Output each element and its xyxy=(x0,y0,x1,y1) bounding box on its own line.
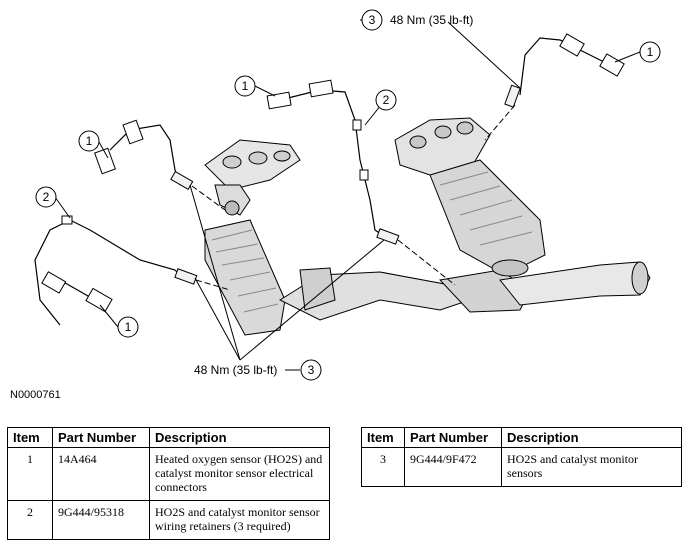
column-header-item: Item xyxy=(7,427,53,448)
part-number-cell: 14A464 xyxy=(52,447,150,501)
callout-3: 3 xyxy=(369,13,376,27)
part-number-cell: 9G444/9F472 xyxy=(404,447,502,487)
right-catalytic-converter xyxy=(429,159,546,277)
column-header-part-number: Part Number xyxy=(404,427,502,448)
parts-table-left: Item Part Number Description 1 14A464 He… xyxy=(7,427,330,540)
alignment-lines xyxy=(191,104,516,291)
oxygen-sensors xyxy=(170,84,521,285)
connector-group xyxy=(41,33,625,313)
torque-spec-top: 48 Nm (35 lb-ft) xyxy=(390,13,473,27)
y-pipe xyxy=(278,267,531,321)
part-number-cell: 9G444/95318 xyxy=(52,500,150,540)
parts-table-right: Item Part Number Description 3 9G444/9F4… xyxy=(361,427,682,487)
description-cell: Heated oxygen sensor (HO2S) and catalyst… xyxy=(149,447,330,501)
callout-1: 1 xyxy=(242,79,249,93)
left-catalytic-converter xyxy=(204,219,286,336)
right-exhaust-manifold xyxy=(394,117,491,176)
column-header-description: Description xyxy=(501,427,682,448)
column-header-description: Description xyxy=(149,427,330,448)
item-cell: 2 xyxy=(7,500,53,540)
tailpipe xyxy=(499,261,651,306)
callout-2: 2 xyxy=(43,190,50,204)
item-cell: 1 xyxy=(7,447,53,501)
exhaust-sensor-diagram: 1 2 1 1 2 1 3 3 48 Nm (35 lb-ft) 48 Nm (… xyxy=(34,9,661,381)
description-cell: HO2S and catalyst monitor sensor wiring … xyxy=(149,500,330,540)
table-row: 3 9G444/9F472 HO2S and catalyst monitor … xyxy=(361,447,682,487)
column-header-part-number: Part Number xyxy=(52,427,150,448)
callout-1: 1 xyxy=(647,45,654,59)
table-row: 1 14A464 Heated oxygen sensor (HO2S) and… xyxy=(7,447,330,501)
description-cell: HO2S and catalyst monitor sensors xyxy=(501,447,682,487)
table-header-row: Item Part Number Description xyxy=(7,427,330,448)
table-row: 2 9G444/95318 HO2S and catalyst monitor … xyxy=(7,500,330,540)
leader-lines xyxy=(54,19,641,371)
callout-1: 1 xyxy=(125,320,132,334)
column-header-item: Item xyxy=(361,427,405,448)
item-cell: 3 xyxy=(361,447,405,487)
table-header-row: Item Part Number Description xyxy=(361,427,682,448)
callout-3: 3 xyxy=(308,363,315,377)
callout-1: 1 xyxy=(86,134,93,148)
torque-spec-bottom: 48 Nm (35 lb-ft) xyxy=(194,363,277,377)
figure-reference-code: N0000761 xyxy=(10,389,61,401)
callout-circles xyxy=(35,9,661,381)
left-exhaust-manifold xyxy=(204,139,301,216)
callout-2: 2 xyxy=(383,93,390,107)
